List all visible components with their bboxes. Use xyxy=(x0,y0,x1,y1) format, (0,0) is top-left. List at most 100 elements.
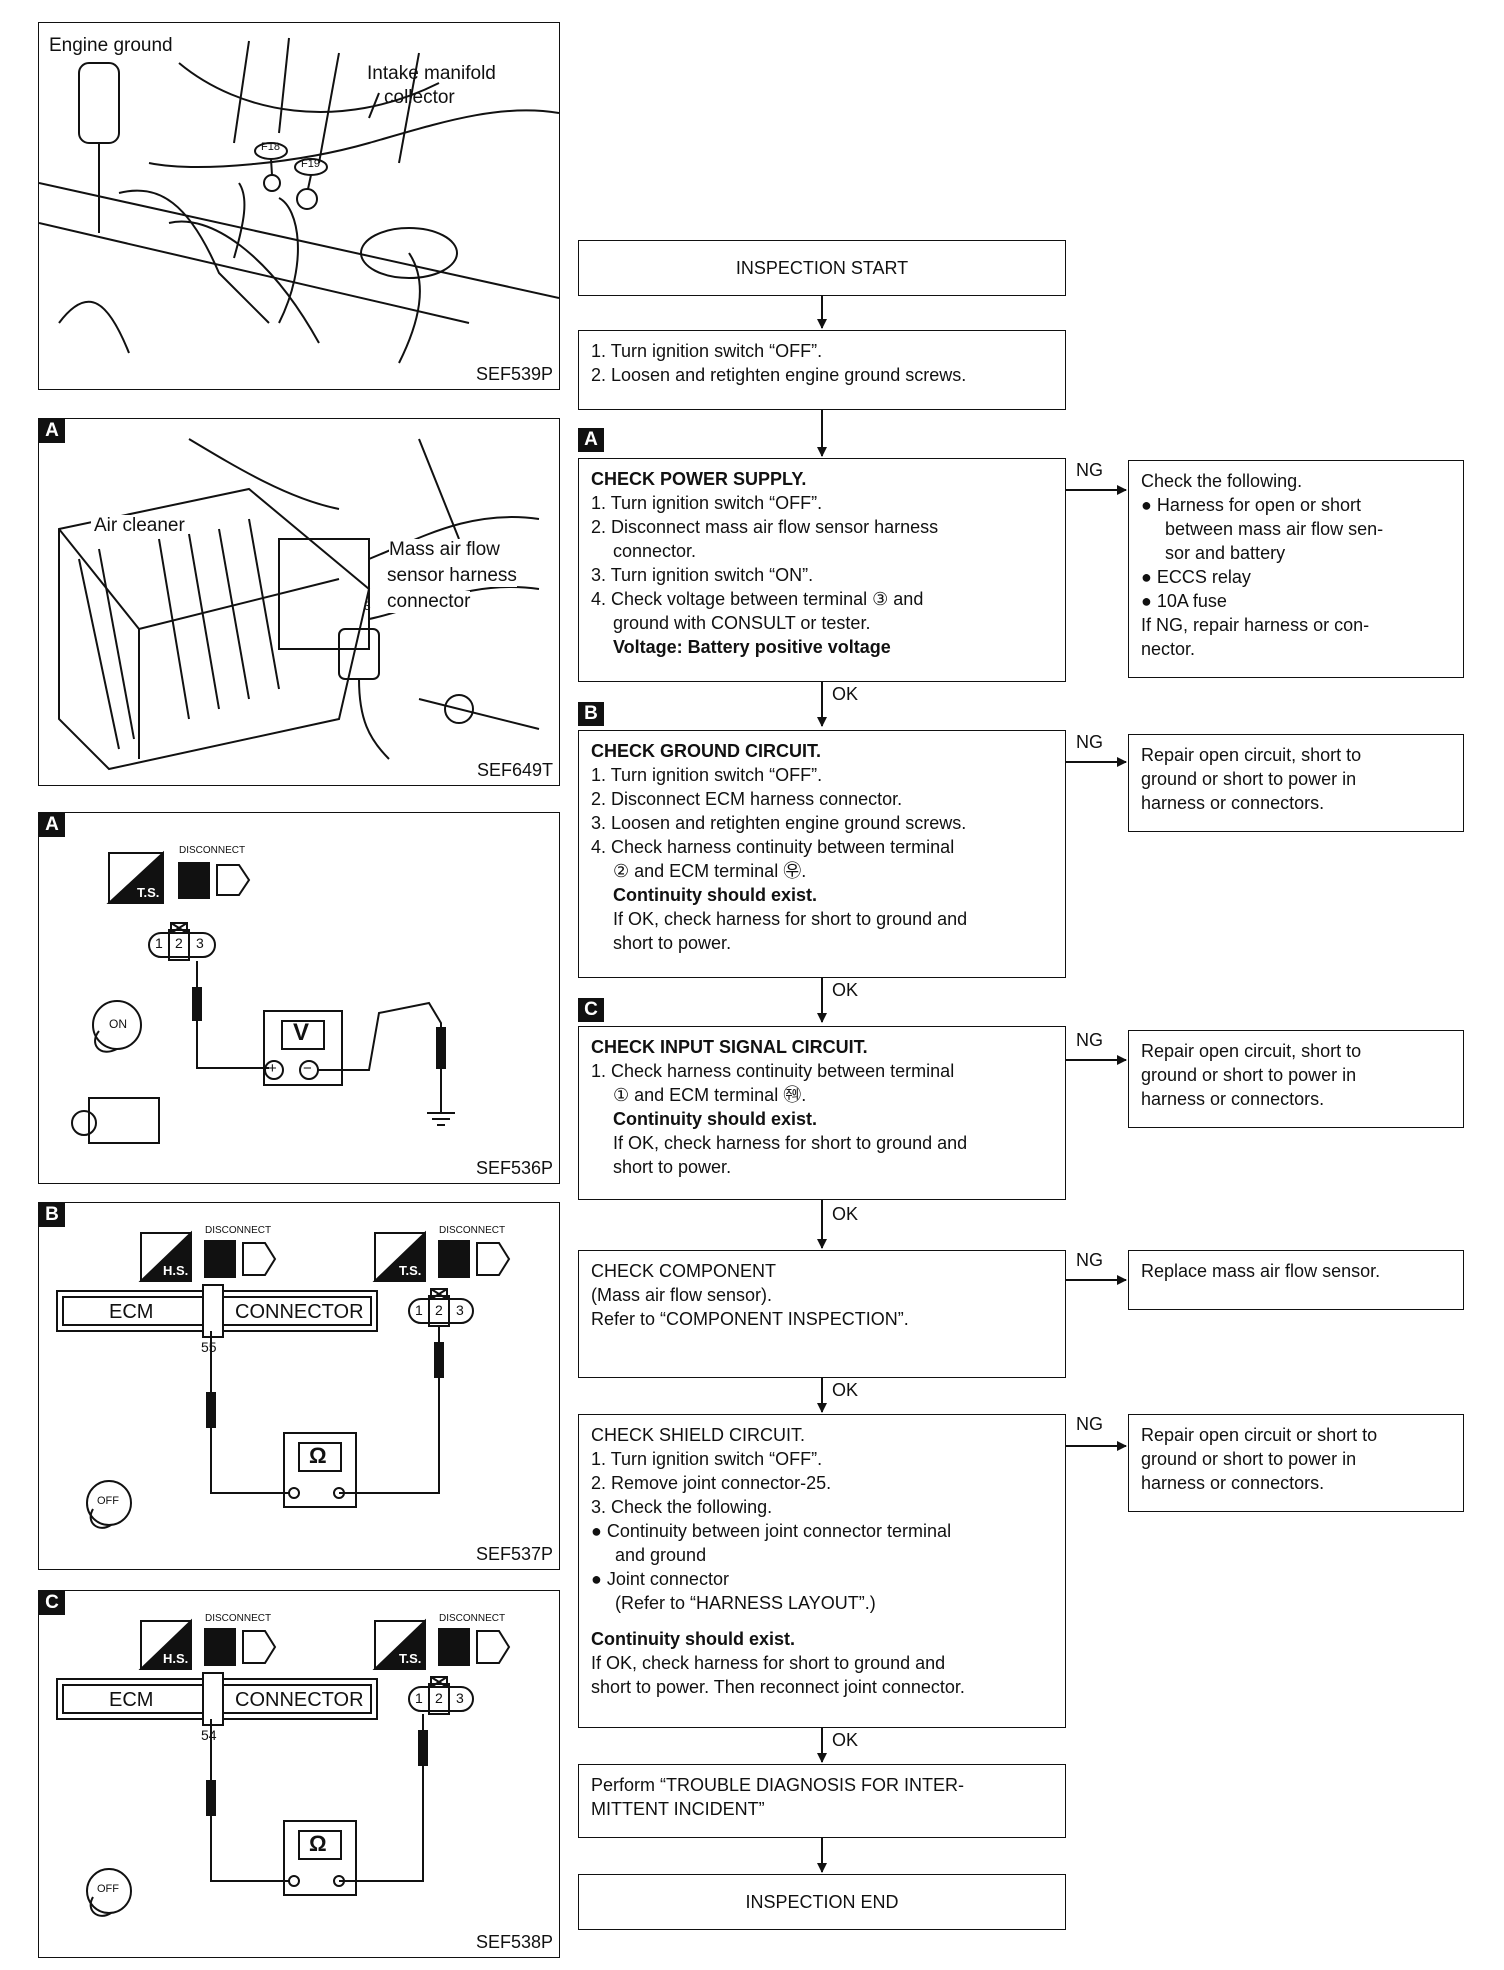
label-maf-1: Mass air flow xyxy=(389,539,500,561)
inspection-end-box: INSPECTION END xyxy=(578,1874,1066,1930)
check-input-signal-box: CHECK INPUT SIGNAL CIRCUIT. 1. Check har… xyxy=(578,1026,1066,1200)
plus-terminal: + xyxy=(268,1060,277,1077)
shield-spacer xyxy=(591,1615,1053,1627)
ts-label: T.S. xyxy=(399,1263,422,1278)
step-initial-line-1: 1. Turn ignition switch “OFF”. xyxy=(591,341,823,361)
pin-3: 3 xyxy=(456,1302,464,1318)
shield-ng-line-3: harness or connectors. xyxy=(1141,1473,1325,1493)
ground-line-4: 4. Check harness continuity between term… xyxy=(591,837,955,857)
shield-line-2: 1. Turn ignition switch “OFF”. xyxy=(591,1449,823,1469)
flow-tag-b: B xyxy=(578,702,604,726)
power-ng-line-1: Check the following. xyxy=(1141,471,1303,491)
perform-line-1: Perform “TROUBLE DIAGNOSIS FOR INTER- xyxy=(591,1775,965,1795)
voltage-check-diagram xyxy=(71,850,455,1144)
input-line-1: 1. Check harness continuity between term… xyxy=(591,1061,955,1081)
input-spec: Continuity should exist. xyxy=(613,1109,818,1129)
ohmmeter-symbol: Ω xyxy=(309,1831,327,1856)
power-ng-line-3: between mass air flow sen- xyxy=(1165,519,1384,539)
figure-code: SEF538P xyxy=(475,1932,553,1952)
power-line-4: 3. Turn ignition switch “ON”. xyxy=(591,565,814,585)
disconnect-label-ecm: DISCONNECT xyxy=(205,1225,272,1236)
input-ng-line-3: harness or connectors. xyxy=(1141,1089,1325,1109)
shield-line-8: (Refer to “HARNESS LAYOUT”.) xyxy=(615,1593,876,1613)
shield-line-5: ● Continuity between joint connector ter… xyxy=(591,1521,952,1541)
power-ng-line-6: ● 10A fuse xyxy=(1141,591,1227,611)
connector-label: CONNECTOR xyxy=(235,1689,364,1711)
figure-tag: A xyxy=(39,813,65,837)
minus-terminal: − xyxy=(303,1060,312,1077)
label-maf-2: sensor harness xyxy=(387,565,517,587)
power-ng-box: Check the following. ● Harness for open … xyxy=(1128,460,1464,678)
shield-line-4: 3. Check the following. xyxy=(591,1497,773,1517)
check-power-supply-box: CHECK POWER SUPPLY. 1. Turn ignition swi… xyxy=(578,458,1066,682)
figure-code: SEF536P xyxy=(475,1158,553,1178)
power-ng-line-7: If NG, repair harness or con- xyxy=(1141,615,1370,635)
pin-number: 3 xyxy=(364,599,371,613)
input-after-1: If OK, check harness for short to ground… xyxy=(613,1133,968,1153)
disconnect-label-ecm: DISCONNECT xyxy=(205,1613,272,1624)
figure-ground-circuit-check: B DISCONNECT DISCONNECT H.S. T.S. ECM CO… xyxy=(38,1202,560,1570)
power-spec: Voltage: Battery positive voltage xyxy=(613,637,891,657)
shield-after-2: short to power. Then reconnect joint con… xyxy=(591,1677,965,1697)
pin-1: 1 xyxy=(415,1690,423,1706)
ecm-label: ECM xyxy=(109,1301,154,1323)
ground-ng-box: Repair open circuit, short to ground or … xyxy=(1128,734,1464,832)
disconnect-label: DISCONNECT xyxy=(179,845,246,856)
inspection-start-label: INSPECTION START xyxy=(735,258,909,278)
label-air-cleaner: Air cleaner xyxy=(91,515,188,537)
check-component-box: CHECK COMPONENT (Mass air flow sensor). … xyxy=(578,1250,1066,1378)
power-line-2: 2. Disconnect mass air flow sensor harne… xyxy=(591,517,939,537)
power-ng-line-2: ● Harness for open or short xyxy=(1141,495,1361,515)
shield-line-6: and ground xyxy=(615,1545,707,1565)
ground-line-2: 2. Disconnect ECM harness connector. xyxy=(591,789,903,809)
label-engine-ground: Engine ground xyxy=(49,35,173,56)
figure-code: SEF537P xyxy=(475,1544,553,1564)
shield-ng-line-2: ground or short to power in xyxy=(1141,1449,1357,1469)
step-initial-box: 1. Turn ignition switch “OFF”. 2. Loosen… xyxy=(578,330,1066,410)
ground-title: CHECK GROUND CIRCUIT. xyxy=(591,741,822,761)
ts-label: T.S. xyxy=(399,1651,422,1666)
pin-3: 3 xyxy=(456,1690,464,1706)
figure-tag: A xyxy=(39,419,65,443)
inspection-end-label: INSPECTION END xyxy=(745,1892,899,1912)
connector-label: CONNECTOR xyxy=(235,1301,364,1323)
shield-line-1: CHECK SHIELD CIRCUIT. xyxy=(591,1425,806,1445)
input-line-2: ① and ECM terminal ㉽. xyxy=(613,1085,807,1105)
power-line-6: ground with CONSULT or tester. xyxy=(613,613,871,633)
component-line-2: (Mass air flow sensor). xyxy=(591,1285,773,1305)
ground-spec: Continuity should exist. xyxy=(613,885,818,905)
connector-f18-label: F18 xyxy=(261,141,280,153)
pin-1: 1 xyxy=(155,935,163,951)
inspection-start-box: INSPECTION START xyxy=(578,240,1066,296)
ignition-off-label: OFF xyxy=(97,1495,119,1507)
hs-label: H.S. xyxy=(163,1263,189,1278)
figure-tag: B xyxy=(39,1203,65,1227)
ohmmeter-symbol: Ω xyxy=(309,1443,327,1468)
power-ng-line-5: ● ECCS relay xyxy=(1141,567,1251,587)
component-ng-line: Replace mass air flow sensor. xyxy=(1141,1261,1381,1281)
component-ng-box: Replace mass air flow sensor. xyxy=(1128,1250,1464,1310)
ground-line-3: 3. Loosen and retighten engine ground sc… xyxy=(591,813,967,833)
figure-engine-ground: Engine ground Intake manifold collector … xyxy=(38,22,560,390)
input-ng-box: Repair open circuit, short to ground or … xyxy=(1128,1030,1464,1128)
figure-tag: C xyxy=(39,1591,65,1615)
check-shield-circuit-box: CHECK SHIELD CIRCUIT. 1. Turn ignition s… xyxy=(578,1414,1066,1728)
ground-line-5: ② and ECM terminal ㉾. xyxy=(613,861,807,881)
hs-label: H.S. xyxy=(163,1651,189,1666)
ecm-pin-number: 54 xyxy=(201,1727,217,1743)
shield-spec: Continuity should exist. xyxy=(591,1629,796,1649)
input-after-2: short to power. xyxy=(613,1157,732,1177)
power-ng-line-8: nector. xyxy=(1141,639,1196,659)
figure-air-cleaner: A Air cleaner Mass air flow sensor harne… xyxy=(38,418,560,786)
label-intake-manifold: Intake manifold xyxy=(367,63,496,84)
power-line-3: connector. xyxy=(613,541,697,561)
flow-tag-a: A xyxy=(578,428,604,452)
step-initial-line-2: 2. Loosen and retighten engine ground sc… xyxy=(591,365,967,385)
ok-label-input: OK xyxy=(832,1204,859,1224)
pin-1: 1 xyxy=(415,1302,423,1318)
ok-label-shield: OK xyxy=(832,1730,859,1750)
ignition-off-label: OFF xyxy=(97,1883,119,1895)
voltmeter-symbol: V xyxy=(293,1019,310,1046)
disconnect-label-sensor: DISCONNECT xyxy=(439,1225,506,1236)
